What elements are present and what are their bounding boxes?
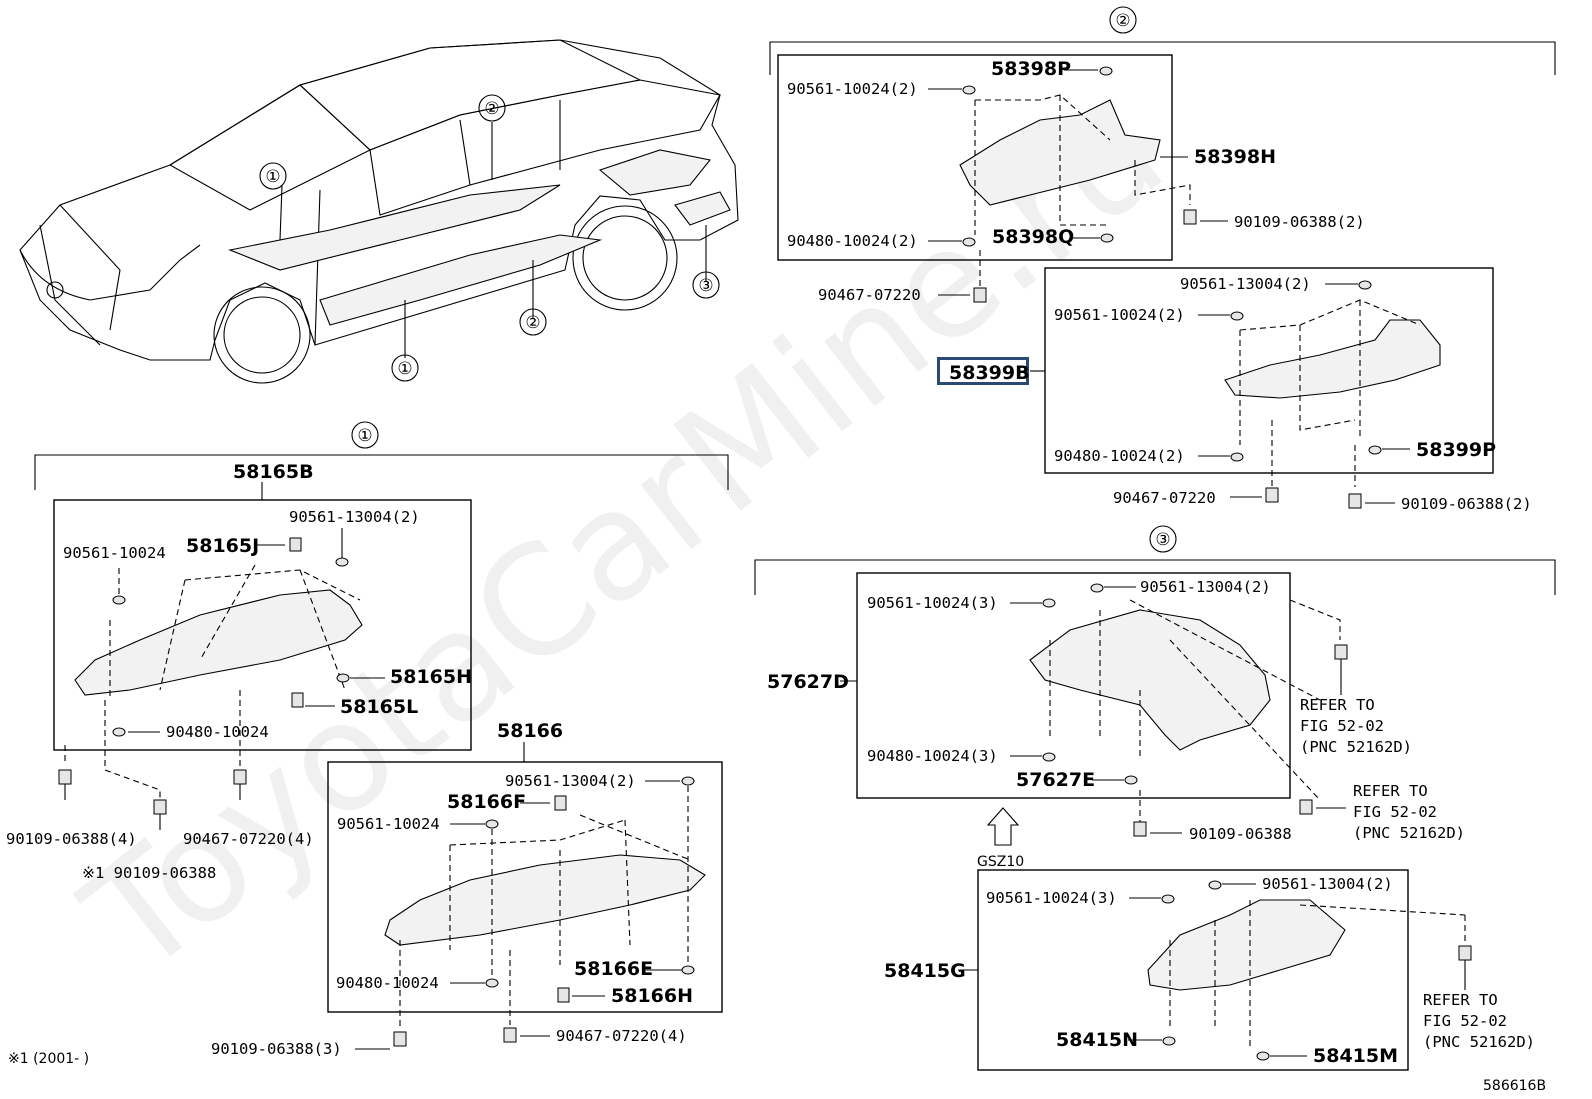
- refer-1-line-3[interactable]: (PNC 52162D): [1300, 738, 1412, 756]
- diagram-id: 586616B: [1483, 1078, 1546, 1094]
- part-58399P[interactable]: 58399P: [1416, 439, 1496, 461]
- part-58166F[interactable]: 58166F: [447, 791, 526, 813]
- part-58165J[interactable]: 58165J: [186, 535, 259, 557]
- part-58398H[interactable]: 58398H: [1194, 146, 1276, 168]
- footnote: ※1 (2001- ): [8, 1051, 89, 1067]
- part-57627E[interactable]: 57627E: [1016, 769, 1095, 791]
- label-90561-13004-2a[interactable]: 90561-13004(2): [1140, 578, 1271, 596]
- car-overview-illustration: [19, 39, 739, 384]
- label-90467-07220a[interactable]: 90467-07220: [818, 286, 921, 304]
- label-s-90480-10024[interactable]: 90480-10024: [336, 974, 439, 992]
- group-2: ② 58398P 90561-10024(2) 58398H 90109-063…: [769, 6, 1556, 513]
- label-gsz10: GSZ10: [977, 854, 1024, 870]
- part-58415N[interactable]: 58415N: [1056, 1029, 1138, 1051]
- part-58166[interactable]: 58166: [497, 720, 563, 742]
- callout-2-bottom: ②: [525, 313, 540, 333]
- cover-58398-shape: [959, 99, 1161, 206]
- refer-3-line-3[interactable]: (PNC 52162D): [1423, 1033, 1535, 1051]
- label-90480-10024-2a[interactable]: 90480-10024(2): [787, 232, 918, 250]
- label-s-90561-10024[interactable]: 90561-10024: [337, 815, 440, 833]
- refer-3-line-1[interactable]: REFER TO: [1423, 991, 1498, 1009]
- refer-1-line-2[interactable]: FIG 52-02: [1300, 717, 1384, 735]
- frame-58166: [327, 761, 723, 1013]
- car-callouts: ① ② ① ② ③: [259, 94, 720, 382]
- label-90467-07220-4[interactable]: 90467-07220(4): [183, 830, 314, 848]
- group-1-callout: ①: [357, 426, 372, 446]
- part-58166H[interactable]: 58166H: [611, 985, 693, 1007]
- part-58398P[interactable]: 58398P: [991, 58, 1071, 80]
- refer-1-line-1[interactable]: REFER TO: [1300, 696, 1375, 714]
- cover-58415G-shape: [1147, 899, 1346, 991]
- label-90480-10024-3[interactable]: 90480-10024(3): [867, 747, 998, 765]
- refer-2-line-1[interactable]: REFER TO: [1353, 782, 1428, 800]
- label-90109-06388-2b[interactable]: 90109-06388(2): [1401, 495, 1532, 513]
- label-90561-10024-2a[interactable]: 90561-10024(2): [787, 80, 918, 98]
- cover-57627D-shape: [1029, 609, 1271, 751]
- cover-58399B-shape: [1224, 319, 1441, 399]
- group-1: ① 58165B 90561-10024 58165J 90561-13004(…: [6, 421, 729, 1067]
- refer-3-line-2[interactable]: FIG 52-02: [1423, 1012, 1507, 1030]
- part-58398Q[interactable]: 58398Q: [992, 226, 1074, 248]
- part-58415G[interactable]: 58415G: [884, 960, 966, 982]
- refer-2-line-2[interactable]: FIG 52-02: [1353, 803, 1437, 821]
- callout-1-top: ①: [265, 167, 280, 187]
- label-90109-06388-4[interactable]: 90109-06388(4): [6, 830, 137, 848]
- label-90467-07220b[interactable]: 90467-07220: [1113, 489, 1216, 507]
- label-note-90109-06388[interactable]: ※1 90109-06388: [82, 864, 216, 882]
- part-58165L[interactable]: 58165L: [340, 696, 418, 718]
- label-s-90561-13004-2[interactable]: 90561-13004(2): [505, 772, 636, 790]
- label-90561-13004-2b[interactable]: 90561-13004(2): [1180, 275, 1311, 293]
- label-s-90109-06388-3[interactable]: 90109-06388(3): [211, 1040, 342, 1058]
- part-58166E[interactable]: 58166E: [574, 958, 653, 980]
- label-90561-10024-2b[interactable]: 90561-10024(2): [1054, 306, 1185, 324]
- label-90561-13004-2[interactable]: 90561-13004(2): [289, 508, 420, 526]
- cover-58165B-shape: [74, 589, 363, 696]
- part-58399B[interactable]: 58399B: [949, 362, 1030, 384]
- frame-57627D: [856, 572, 1291, 799]
- frame-58165B: [53, 499, 472, 751]
- callout-1-bottom: ①: [397, 359, 412, 379]
- refer-note-1: REFER TO FIG 52-02 (PNC 52162D): [1300, 696, 1412, 756]
- refer-note-3: REFER TO FIG 52-02 (PNC 52162D): [1423, 991, 1535, 1051]
- label-90561-10024-3b[interactable]: 90561-10024(3): [986, 889, 1117, 907]
- refer-note-2: REFER TO FIG 52-02 (PNC 52162D): [1353, 782, 1465, 842]
- part-58165B[interactable]: 58165B: [233, 461, 314, 483]
- up-arrow-icon: [986, 807, 1020, 846]
- group-2-callout: ②: [1115, 11, 1130, 31]
- label-90109-06388[interactable]: 90109-06388: [1189, 825, 1292, 843]
- group-3: ③ 57627D 90561-10024(3) 90561-13004(2) 9…: [754, 525, 1556, 1071]
- callout-3: ③: [698, 276, 713, 296]
- part-58165H[interactable]: 58165H: [390, 666, 472, 688]
- label-90480-10024-2b[interactable]: 90480-10024(2): [1054, 447, 1185, 465]
- label-90480-10024[interactable]: 90480-10024: [166, 723, 269, 741]
- callout-2-top: ②: [484, 99, 499, 119]
- refer-2-line-3[interactable]: (PNC 52162D): [1353, 824, 1465, 842]
- label-90561-13004-2b[interactable]: 90561-13004(2): [1262, 875, 1393, 893]
- label-90561-10024[interactable]: 90561-10024: [63, 544, 166, 562]
- label-90561-10024-3a[interactable]: 90561-10024(3): [867, 594, 998, 612]
- label-s-90467-07220-4[interactable]: 90467-07220(4): [556, 1027, 687, 1045]
- group-3-callout: ③: [1155, 530, 1170, 550]
- cover-58166-shape: [384, 854, 706, 946]
- label-90109-06388-2a[interactable]: 90109-06388(2): [1234, 213, 1365, 231]
- part-58415M[interactable]: 58415M: [1313, 1045, 1398, 1067]
- part-57627D[interactable]: 57627D: [767, 671, 849, 693]
